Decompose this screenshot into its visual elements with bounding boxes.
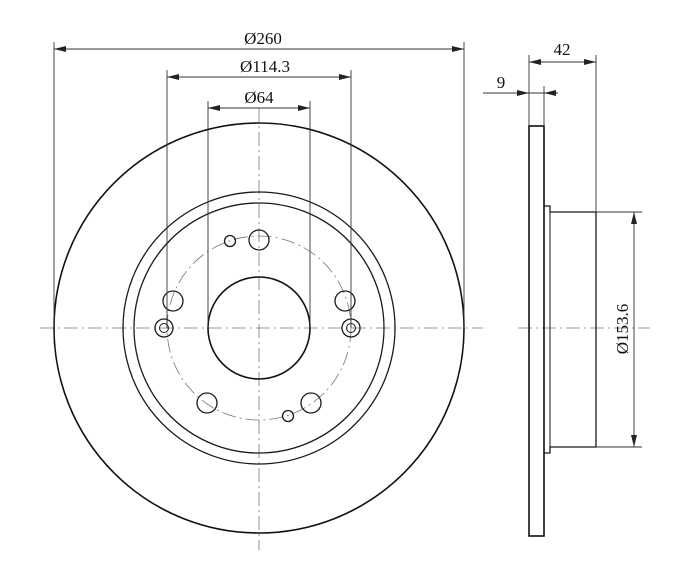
locating-hole (223, 234, 237, 248)
arrow (339, 74, 351, 80)
dim-label-center-bore: Ø64 (244, 88, 274, 107)
dim-label-hat-diameter: Ø153.6 (613, 304, 632, 355)
side-hole-inner (159, 323, 169, 333)
stud-hole (196, 392, 218, 414)
stud-hole (162, 290, 184, 312)
arrow (517, 90, 529, 96)
locating-hole (281, 409, 295, 423)
arrow (631, 212, 637, 224)
arrow (584, 59, 596, 65)
dim-label-total-height: 42 (554, 40, 571, 59)
stud-hole (334, 290, 356, 312)
arrow (529, 59, 541, 65)
stud-hole (248, 229, 270, 251)
stud-hole (300, 392, 322, 414)
hat-outer-circle (122, 191, 396, 465)
side-disc-plate (528, 125, 545, 537)
dim-label-disc-thickness: 9 (497, 73, 506, 92)
arrow (544, 90, 556, 96)
arrow (298, 105, 310, 111)
arrow (631, 435, 637, 447)
front-view: Ø260 Ø114.3 Ø64 (40, 29, 483, 550)
arrow (54, 46, 66, 52)
arrow (167, 74, 179, 80)
arrow (452, 46, 464, 52)
dim-label-bolt-circle: Ø114.3 (240, 57, 290, 76)
side-view: 42 9 Ø153.6 (483, 40, 650, 537)
side-hat-section (544, 205, 597, 454)
arrow (208, 105, 220, 111)
dim-label-outer-diameter: Ø260 (244, 29, 282, 48)
side-hole-outer (154, 318, 174, 338)
hat-inner-circle (133, 202, 385, 454)
